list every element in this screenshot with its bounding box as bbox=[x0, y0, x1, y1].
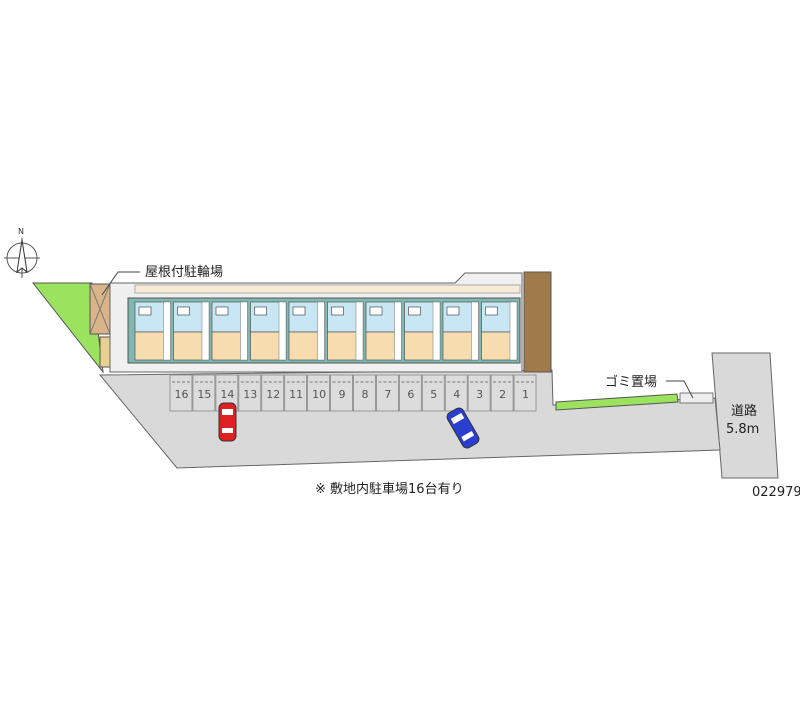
parking-slot: 12 bbox=[261, 374, 285, 412]
road-width-label: 5.8m bbox=[726, 422, 759, 437]
parking-slot-number: 6 bbox=[407, 388, 414, 401]
parking-slot-number: 10 bbox=[312, 388, 326, 401]
parking-slot-number: 3 bbox=[476, 388, 483, 401]
parking-slot: 4 bbox=[444, 374, 468, 412]
north-label: N bbox=[18, 227, 24, 236]
parking-slot: 2 bbox=[490, 374, 514, 412]
apartment-unit bbox=[288, 301, 325, 361]
red-car-icon bbox=[218, 402, 237, 442]
planting-strip bbox=[555, 393, 679, 411]
road-label: 道路 bbox=[731, 403, 757, 419]
parking-slot: 14 bbox=[215, 374, 239, 412]
parking-slot-number: 4 bbox=[453, 388, 460, 401]
parking-note: ※ 敷地内駐車場16台有り bbox=[315, 481, 464, 497]
parking-slot-number: 14 bbox=[220, 388, 234, 401]
apartment-unit bbox=[365, 301, 402, 361]
apartment-unit bbox=[442, 301, 479, 361]
parking-slot-number: 7 bbox=[384, 388, 391, 401]
property-code: 022979 bbox=[752, 485, 800, 500]
parking-slot-number: 13 bbox=[243, 388, 257, 401]
apartment-unit bbox=[173, 301, 210, 361]
parking-slot: 13 bbox=[238, 374, 262, 412]
parking-slot: 8 bbox=[353, 374, 376, 412]
parking-slot: 15 bbox=[192, 374, 216, 412]
apartment-unit bbox=[134, 301, 171, 361]
parking-slot-number: 11 bbox=[289, 388, 303, 401]
parking-slot: 6 bbox=[398, 374, 422, 412]
parking-slot-number: 9 bbox=[339, 388, 346, 401]
apartment-unit bbox=[250, 301, 287, 361]
parking-slot: 5 bbox=[421, 374, 445, 412]
hedge-wall bbox=[523, 271, 552, 373]
north-compass-icon: N bbox=[4, 227, 40, 278]
parking-slot-number: 15 bbox=[197, 388, 211, 401]
apartment-unit bbox=[211, 301, 248, 361]
parking-slot: 16 bbox=[169, 374, 193, 412]
garbage-area bbox=[679, 392, 714, 404]
apartment-unit bbox=[404, 301, 441, 361]
parking-slot-number: 1 bbox=[522, 388, 529, 401]
parking-slot: 1 bbox=[513, 374, 537, 412]
parking-slot: 3 bbox=[467, 374, 491, 412]
parking-slot-number: 12 bbox=[266, 388, 280, 401]
parking-slot: 11 bbox=[284, 374, 308, 412]
parking-slot: 10 bbox=[307, 374, 330, 412]
parking-slot-number: 16 bbox=[174, 388, 188, 401]
parking-slot-number: 2 bbox=[499, 388, 506, 401]
bike-parking-label: 屋根付駐輪場 bbox=[145, 264, 223, 280]
apartment-unit bbox=[481, 301, 518, 361]
parking-slot-number: 5 bbox=[430, 388, 437, 401]
parking-slot: 7 bbox=[376, 374, 399, 412]
garbage-label: ゴミ置場 bbox=[605, 374, 657, 390]
apartment-unit bbox=[327, 301, 364, 361]
blue-car-icon bbox=[446, 407, 480, 449]
parking-slot-number: 8 bbox=[361, 388, 368, 401]
parking-slot: 9 bbox=[330, 374, 353, 412]
